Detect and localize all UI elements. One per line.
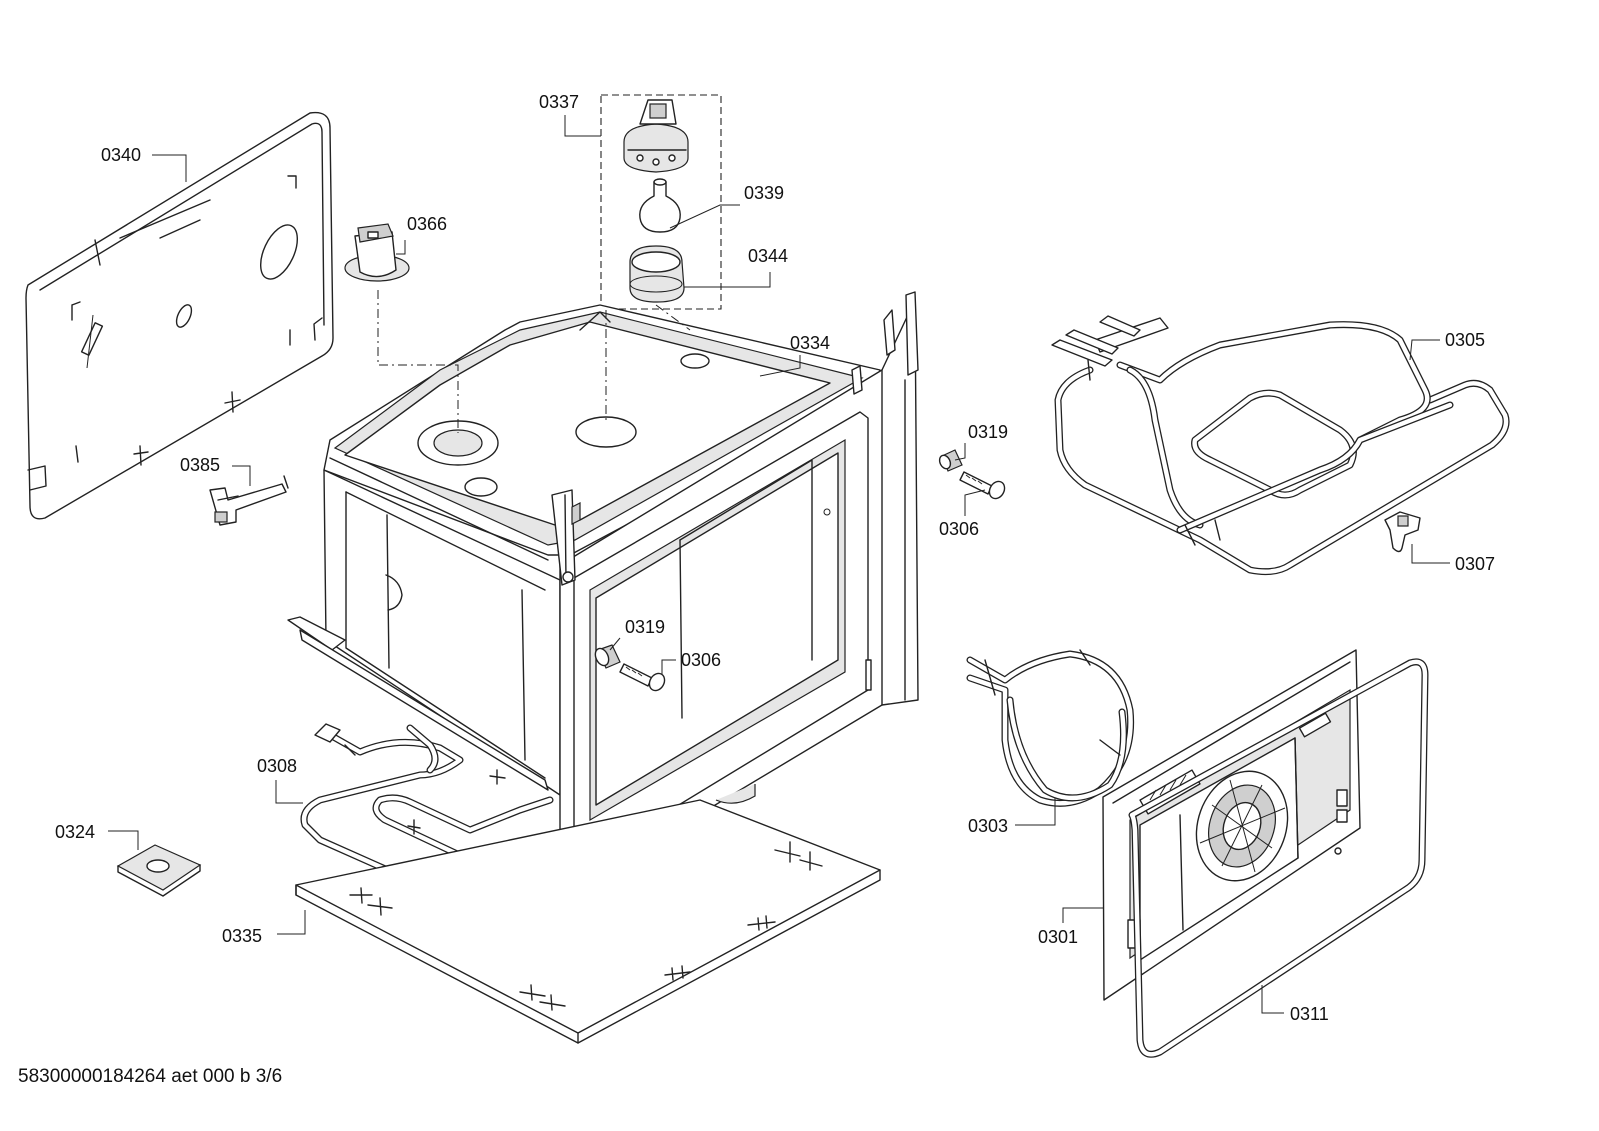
label-0307: 0307 [1455, 554, 1495, 574]
label-0344: 0344 [748, 246, 788, 266]
label-0319-upper: 0319 [968, 422, 1008, 442]
part-0303-ring-heater [966, 649, 1135, 807]
label-0305: 0305 [1445, 330, 1485, 350]
part-0306-screw-upper [959, 471, 1006, 500]
label-0337: 0337 [539, 92, 579, 112]
label-0303: 0303 [968, 816, 1008, 836]
part-0324-plate [116, 844, 202, 897]
label-0385: 0385 [180, 455, 220, 475]
label-0339: 0339 [744, 183, 784, 203]
part-0305-grill-heater [1051, 315, 1510, 576]
label-0335: 0335 [222, 926, 262, 946]
part-0339-bulb [639, 178, 681, 233]
part-0319-bushing-upper [938, 449, 963, 472]
part-labels: 0337 0339 0344 0340 0366 0334 0305 0319 … [55, 92, 1495, 1024]
label-0324: 0324 [55, 822, 95, 842]
label-0311: 0311 [1290, 1004, 1329, 1024]
part-0311-door-gasket [1128, 658, 1429, 1058]
part-0301-fan-cover [1102, 649, 1361, 1001]
part-0366-socket [344, 223, 410, 282]
label-0301: 0301 [1038, 927, 1078, 947]
drawing-reference-number: 58300000184264 aet 000 b 3/6 [18, 1066, 283, 1087]
label-0366: 0366 [407, 214, 447, 234]
label-0319-lower: 0319 [625, 617, 665, 637]
label-0340: 0340 [101, 145, 141, 165]
label-0308: 0308 [257, 756, 297, 776]
part-0344-lamp-ring [629, 245, 685, 303]
part-0337-lamp-assembly [600, 94, 722, 310]
part-0340-back-panel [25, 111, 334, 520]
part-0334-oven-cavity [287, 291, 919, 897]
label-0306-upper: 0306 [939, 519, 979, 539]
part-0319-bushing-lower [594, 644, 621, 669]
part-0335-bottom-plate [295, 769, 881, 1044]
part-0385-clip [209, 475, 289, 526]
label-0306-lower: 0306 [681, 650, 721, 670]
label-0334: 0334 [790, 333, 830, 353]
part-0306-screw-lower [619, 663, 666, 692]
assembly-lines [377, 290, 691, 433]
leader-lines [108, 115, 1450, 1014]
part-0307-bracket [1384, 511, 1421, 553]
